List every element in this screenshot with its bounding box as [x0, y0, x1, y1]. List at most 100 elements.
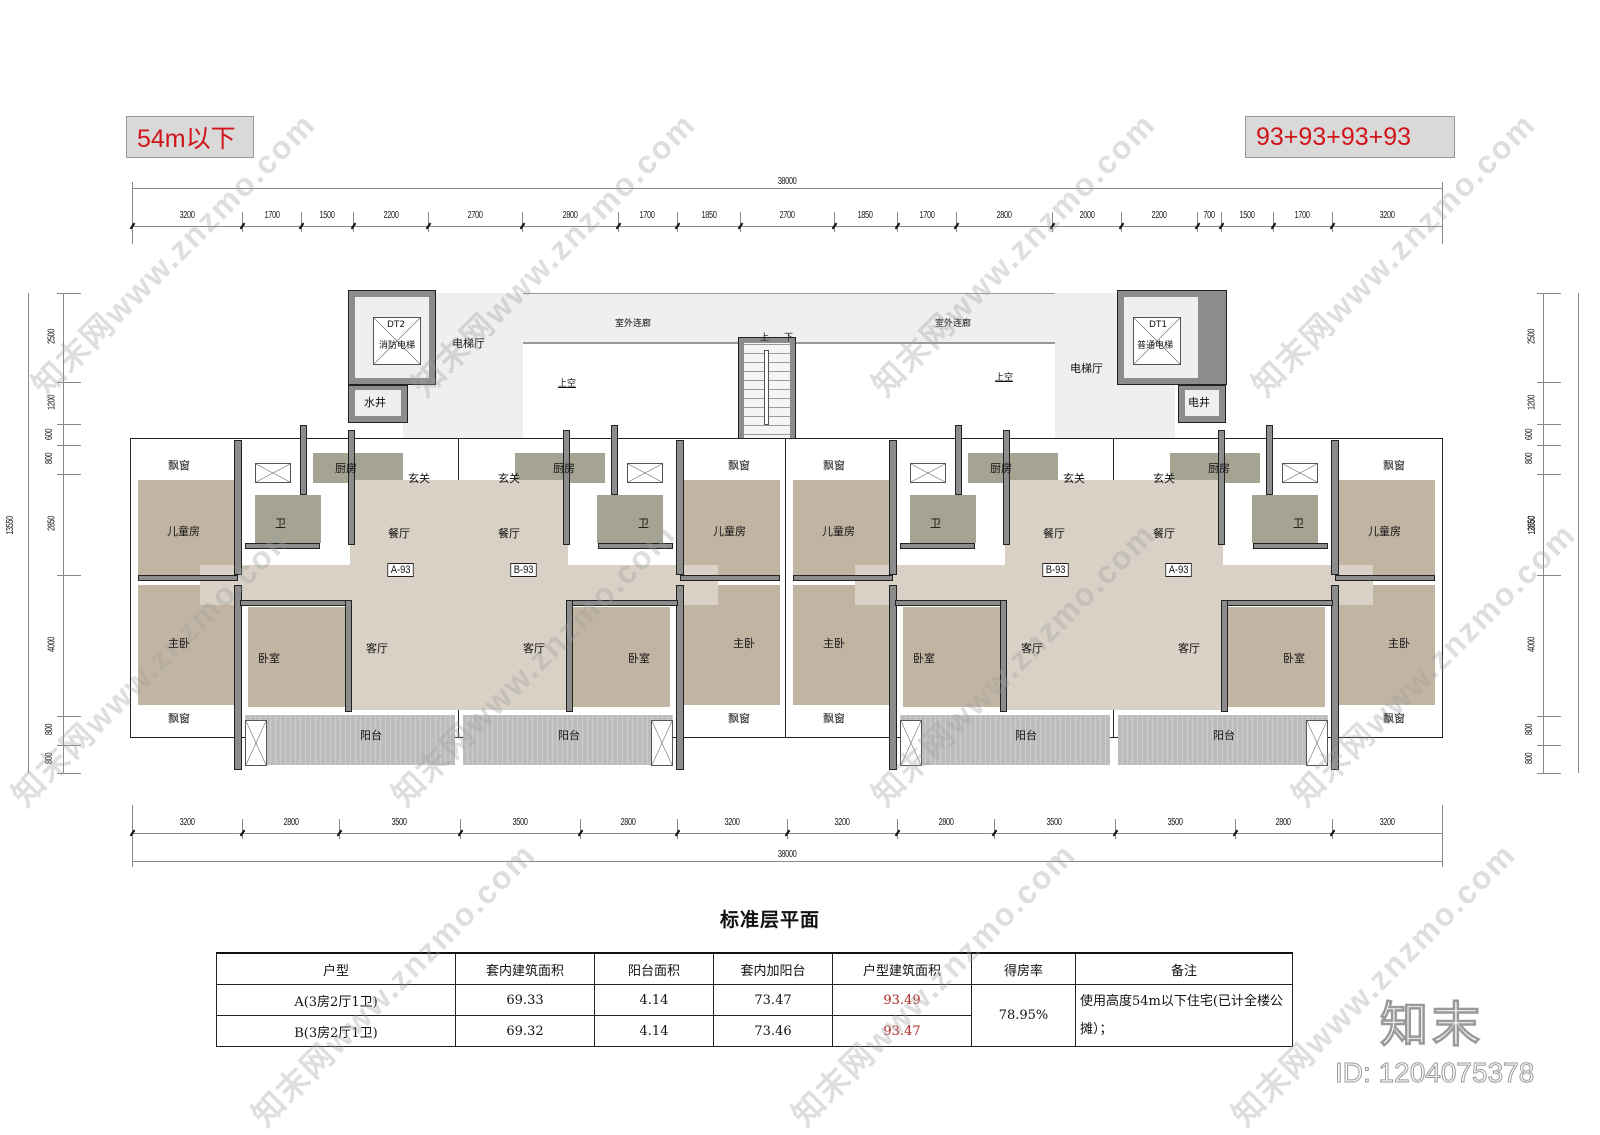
bedroom	[1223, 607, 1325, 707]
unit-code-label: B-93	[1042, 563, 1069, 577]
void-right	[795, 343, 1055, 443]
balcony-label: 阳台	[360, 729, 382, 742]
dimension-label: 800	[43, 724, 55, 736]
living-room-label: 客厅	[366, 642, 388, 655]
asset-id: ID: 1204075378	[1334, 1057, 1535, 1089]
bay-window-bottom-label: 飘窗	[1383, 712, 1405, 725]
interior-wall	[1331, 440, 1339, 575]
interior-wall	[598, 543, 673, 549]
bedroom	[903, 607, 1005, 707]
dimension-label: 600	[1523, 428, 1535, 440]
balcony	[900, 715, 1110, 765]
void-right-label: 上空	[995, 373, 1014, 383]
dimension-label: 1500	[1239, 210, 1255, 221]
normal-elevator-car	[1133, 317, 1181, 365]
left-total-dimension: 13550	[4, 516, 16, 535]
bathroom-label: 卫	[1293, 517, 1304, 530]
duct-shaft	[627, 463, 663, 483]
dimension-label: 2000	[1079, 210, 1095, 221]
bottom-total-dimension: 38000	[777, 849, 797, 860]
note-cell: 使用高度54m以下住宅(已计全楼公摊）；	[1075, 984, 1293, 1047]
dimension-label: 3200	[1379, 817, 1395, 828]
unit-code-label: B-93	[510, 563, 537, 577]
interior-wall	[345, 600, 352, 712]
interior-wall	[1218, 430, 1225, 545]
bathroom-label: 卫	[638, 517, 649, 530]
void-left	[523, 343, 738, 443]
dimension-label: 3200	[1379, 210, 1395, 221]
header-note: 备注	[1075, 952, 1293, 985]
interior-wall	[234, 585, 242, 770]
living-room-label: 客厅	[1178, 642, 1200, 655]
normal-elevator-id: DT1	[1149, 320, 1168, 330]
interior-wall	[568, 600, 678, 606]
duct-shaft	[1282, 463, 1318, 483]
interior-wall	[563, 430, 570, 545]
bay-window-top-label: 飘窗	[168, 459, 190, 472]
gross-area-cell: 93.49	[832, 984, 972, 1016]
duct-shaft	[245, 720, 267, 766]
kids-room-label: 儿童房	[167, 525, 200, 538]
water-shaft-label: 水井	[364, 396, 386, 409]
living-dining	[1113, 480, 1223, 710]
header-balcony-area: 阳台面积	[594, 952, 714, 985]
duct-shaft	[255, 463, 291, 483]
area-table: 户型 套内建筑面积 阳台面积 套内加阳台 户型建筑面积 得房率 备注 A(3房2…	[216, 952, 1293, 1047]
dimension-label: 1700	[1294, 210, 1310, 221]
bedroom	[568, 607, 670, 707]
dimension-label: 1200	[1526, 394, 1538, 410]
kitchen-label: 厨房	[335, 462, 357, 475]
header-gross-area: 户型建筑面积	[832, 952, 972, 985]
interior-wall	[1335, 575, 1435, 581]
unit-type-cell: B(3房2厅1卫)	[216, 1015, 456, 1047]
bathroom	[910, 495, 976, 543]
dimension-label: 1700	[639, 210, 655, 221]
dimension-label: 2700	[467, 210, 483, 221]
dimension-label: 800	[1523, 453, 1535, 465]
header-inner-plus-balcony: 套内加阳台	[713, 952, 833, 985]
bedroom	[248, 607, 350, 707]
interior-wall	[138, 575, 238, 581]
interior-wall	[348, 430, 355, 545]
plan-title: 标准层平面	[720, 909, 821, 931]
unit-3	[785, 425, 1115, 770]
table-header-row: 户型 套内建筑面积 阳台面积 套内加阳台 户型建筑面积 得房率 备注	[216, 952, 1293, 985]
elevator-lobby-left-label: 电梯厅	[452, 337, 485, 350]
bay-window-bottom-label: 飘窗	[168, 712, 190, 725]
dimension-label: 4000	[1526, 637, 1538, 653]
master-bedroom-label: 主卧	[1388, 637, 1410, 650]
bedroom-label: 卧室	[258, 652, 280, 665]
bedroom-label: 卧室	[913, 652, 935, 665]
kitchen	[313, 453, 403, 483]
interior-wall	[889, 585, 897, 770]
inner-area-cell: 69.32	[455, 1015, 595, 1047]
entry-label: 玄关	[1153, 472, 1175, 485]
interior-wall	[1003, 430, 1010, 545]
dimension-label: 2200	[383, 210, 398, 221]
fire-elevator-id: DT2	[387, 320, 406, 330]
dimension-label: 3500	[391, 817, 407, 828]
unit-code-label: A-93	[387, 563, 414, 577]
dimension-label: 800	[1523, 724, 1535, 736]
corridor-left-label: 室外连廊	[615, 319, 652, 329]
inner-area-cell: 69.33	[455, 984, 595, 1016]
kitchen-label: 厨房	[990, 462, 1012, 475]
dimension-label: 2500	[46, 329, 58, 345]
bathroom-label: 卫	[275, 517, 286, 530]
living-dining	[1005, 480, 1115, 710]
bay-window-top-label: 飘窗	[823, 459, 845, 472]
stair-up-label: 上	[760, 333, 770, 343]
header-efficiency: 得房率	[971, 952, 1076, 985]
kids-room-label: 儿童房	[822, 525, 855, 538]
header-inner-area: 套内建筑面积	[455, 952, 595, 985]
bedroom-label: 卧室	[1283, 652, 1305, 665]
bay-window-top-label: 飘窗	[728, 459, 750, 472]
unit-code-label: A-93	[1165, 563, 1192, 577]
dimension-label: 2850	[1526, 516, 1538, 532]
kitchen-label: 厨房	[553, 462, 575, 475]
stair-down-label: 下	[784, 333, 794, 343]
dimension-label: 2800	[283, 817, 299, 828]
dimension-label: 800	[1523, 752, 1535, 764]
unit-type-cell: A(3房2厅1卫)	[216, 984, 456, 1016]
interior-wall	[1000, 600, 1007, 712]
